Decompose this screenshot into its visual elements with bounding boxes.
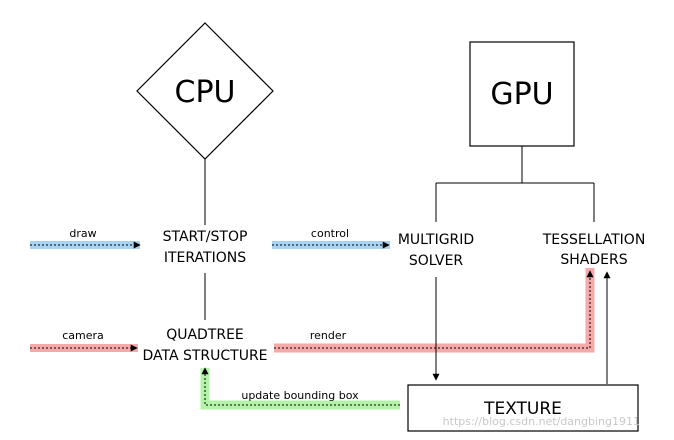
multigrid-label-line2: SOLVER — [409, 253, 464, 269]
start-stop-label-line2: ITERATIONS — [164, 250, 246, 266]
cpu-label: CPU — [175, 75, 236, 110]
draw-highlight — [30, 241, 140, 249]
gpu-label: GPU — [490, 77, 553, 112]
update-arrow — [201, 367, 400, 406]
render-arrow — [274, 270, 594, 349]
camera-label: camera — [62, 329, 104, 342]
control-label: control — [311, 227, 349, 240]
tessellation-label-line2: SHADERS — [560, 252, 627, 268]
texture-box — [407, 384, 639, 432]
render-label: render — [310, 329, 347, 342]
quadtree-label-line1: QUADTREE — [166, 327, 244, 343]
draw-label: draw — [69, 227, 96, 240]
watermark-text: https://blog.csdn.net/dangbing1911 — [443, 415, 640, 428]
tessellation-label-line1: TESSELLATION — [542, 232, 646, 248]
control-highlight — [272, 241, 390, 249]
quadtree-label-line2: DATA STRUCTURE — [142, 348, 267, 364]
gpu-box — [469, 41, 575, 147]
start-stop-label-line1: START/STOP — [163, 229, 248, 245]
texture-label: TEXTURE — [483, 399, 562, 419]
update-label: update bounding box — [241, 389, 359, 402]
multigrid-label-line1: MULTIGRID — [398, 232, 474, 248]
